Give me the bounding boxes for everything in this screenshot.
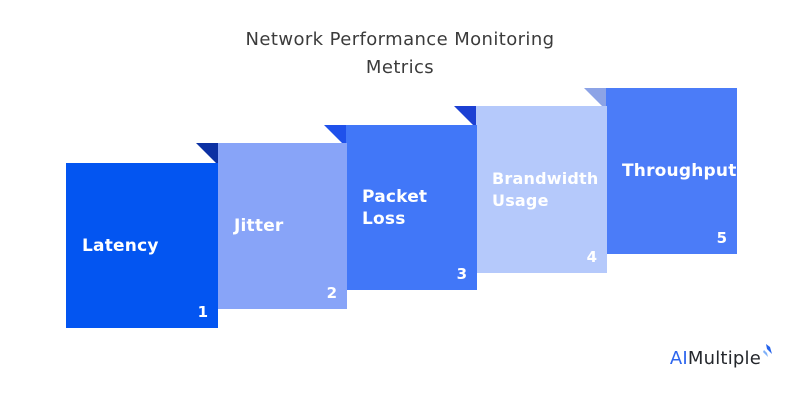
brand-logo-suffix: Multiple	[687, 348, 761, 369]
metric-card-label: Latency	[82, 235, 159, 256]
brand-logo-prefix: AI	[669, 348, 688, 369]
metric-card-jitter: Jitter 2	[218, 143, 347, 309]
page-title-line2: Metrics	[365, 57, 435, 78]
page-title-line1: Network Performance Monitoring	[245, 29, 555, 50]
metric-card-latency: Latency 1	[66, 163, 218, 328]
metric-card-packet-loss: Packet Loss 3	[346, 125, 477, 290]
metric-card-number: 5	[716, 229, 727, 247]
metric-card-label: Jitter	[234, 216, 284, 236]
metric-card-number: 3	[456, 265, 467, 283]
metric-card-label: Brandwidth Usage	[492, 168, 599, 210]
metric-card-number: 2	[326, 284, 337, 302]
metric-card-brandwidth-usage: Brandwidth Usage 4	[476, 106, 607, 273]
metric-card-throughput: Throughput 5	[606, 88, 737, 254]
card-fold-corner	[196, 143, 218, 165]
metric-card-label: Throughput	[622, 161, 737, 181]
spark-bolt-icon	[762, 343, 774, 365]
metric-card-number: 1	[197, 303, 208, 321]
page-title: Network Performance Monitoring Metrics	[0, 26, 800, 82]
metric-card-number: 4	[586, 248, 597, 266]
metric-card-label: Packet Loss	[362, 186, 428, 229]
